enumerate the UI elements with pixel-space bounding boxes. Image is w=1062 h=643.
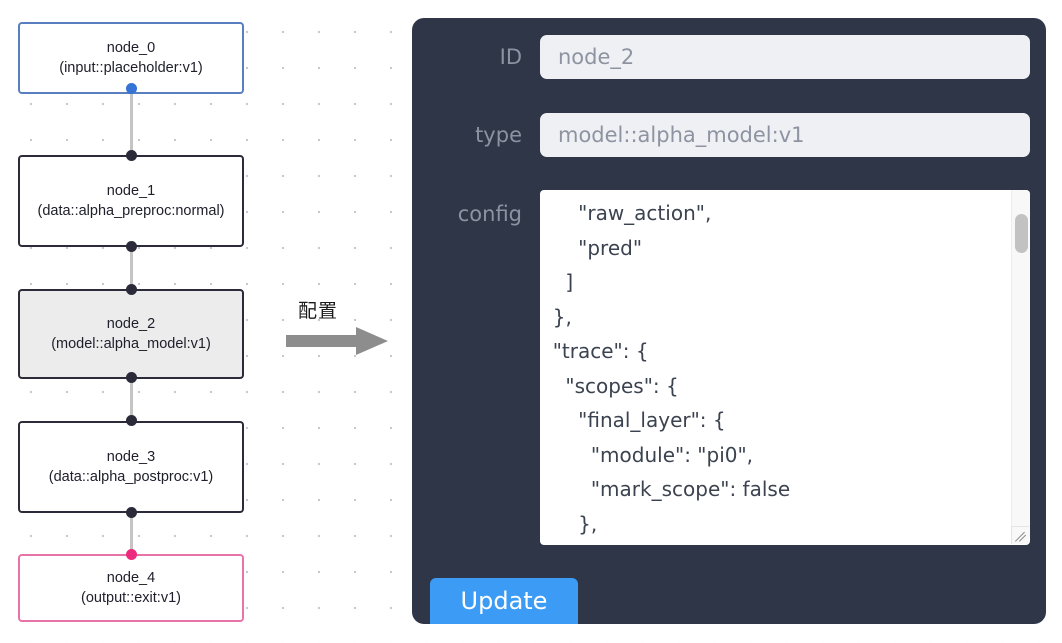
transition-annotation: 配置 <box>286 296 396 355</box>
node-port-node_3-in[interactable] <box>125 415 137 426</box>
node-subtitle: (model::alpha_model:v1) <box>51 336 211 352</box>
node-subtitle: (input::placeholder:v1) <box>59 60 203 76</box>
node-port-node_2-out[interactable] <box>125 372 137 383</box>
node-title: node_0 <box>106 40 156 56</box>
node-port-node_3-out[interactable] <box>125 507 137 518</box>
id-field-label: ID <box>499 45 522 69</box>
type-input[interactable] <box>540 113 1030 157</box>
graph-node-node_3[interactable]: node_3 (data::alpha_postproc:v1) <box>18 421 244 513</box>
id-input[interactable] <box>540 35 1030 79</box>
textarea-scrollbar[interactable] <box>1011 190 1030 538</box>
graph-node-node_4[interactable]: node_4 (output::exit:v1) <box>18 554 244 622</box>
edge-node0-node1 <box>130 88 133 160</box>
node-title: node_1 <box>106 183 156 199</box>
node-subtitle: (output::exit:v1) <box>81 590 181 606</box>
edge-node3-node4 <box>130 509 133 553</box>
config-field-label: config <box>457 202 522 226</box>
node-port-node_2-in[interactable] <box>125 284 137 295</box>
graph-node-node_1[interactable]: node_1 (data::alpha_preproc:normal) <box>18 155 244 247</box>
node-subtitle: (data::alpha_postproc:v1) <box>48 469 214 485</box>
transition-label: 配置 <box>298 300 339 322</box>
type-field-label: type <box>475 123 522 147</box>
node-subtitle: (data::alpha_preproc:normal) <box>37 203 225 219</box>
resize-grip-icon[interactable] <box>1011 526 1029 544</box>
node-title: node_2 <box>106 316 156 332</box>
node-port-node_1-in[interactable] <box>125 150 137 161</box>
node-properties-panel: ID type config "raw_action", "pred" ] },… <box>412 18 1046 624</box>
config-textarea[interactable]: "raw_action", "pred" ] }, "trace": { "sc… <box>552 201 791 536</box>
field-row-type: type <box>412 113 1046 157</box>
update-button[interactable]: Update <box>430 578 578 624</box>
arrow-right-icon <box>286 326 390 361</box>
field-row-id: ID <box>412 35 1046 79</box>
textarea-scrollbar-thumb[interactable] <box>1015 214 1028 253</box>
edge-node2-node3 <box>130 374 133 420</box>
graph-canvas[interactable]: node_0 (input::placeholder:v1) node_1 (d… <box>0 0 400 643</box>
graph-node-node_0[interactable]: node_0 (input::placeholder:v1) <box>18 22 244 94</box>
field-row-config: config "raw_action", "pred" ] }, "trace"… <box>412 190 1046 545</box>
edge-node1-node2 <box>130 243 133 286</box>
node-title: node_4 <box>106 570 156 586</box>
node-port-node_1-out[interactable] <box>125 241 137 252</box>
graph-node-node_2[interactable]: node_2 (model::alpha_model:v1) <box>18 289 244 379</box>
node-port-node_0-out[interactable] <box>125 83 137 94</box>
node-port-node_4-in[interactable] <box>125 549 137 560</box>
node-title: node_3 <box>106 449 156 465</box>
config-textarea-wrapper: "raw_action", "pred" ] }, "trace": { "sc… <box>540 190 1030 545</box>
